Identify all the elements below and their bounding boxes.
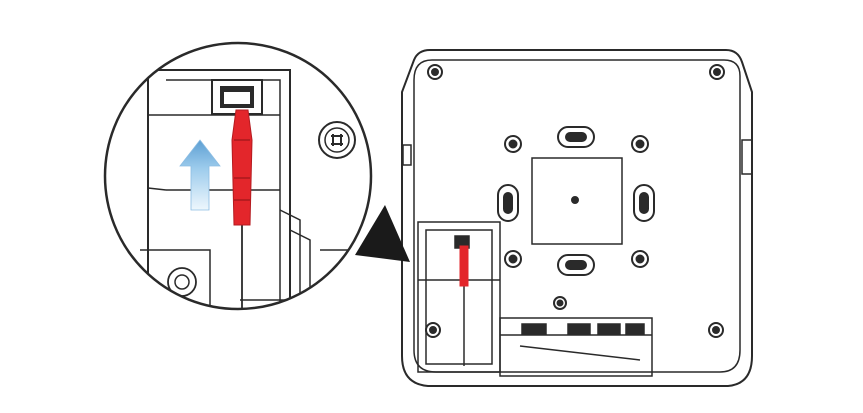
mounting-slot-icon [497,126,655,276]
mounting-hole-icon [504,135,649,310]
corner-screw-icon [425,64,725,338]
device-back-panel [401,49,753,387]
screw-head-icon [318,121,356,159]
callout-pointer [355,205,410,262]
insert-direction-arrow-icon [179,139,221,211]
cable-compartment [417,221,501,373]
magnified-callout [103,41,373,311]
terminal-block [499,317,653,377]
network-cable [459,245,469,366]
network-cable-magnified [231,109,253,309]
